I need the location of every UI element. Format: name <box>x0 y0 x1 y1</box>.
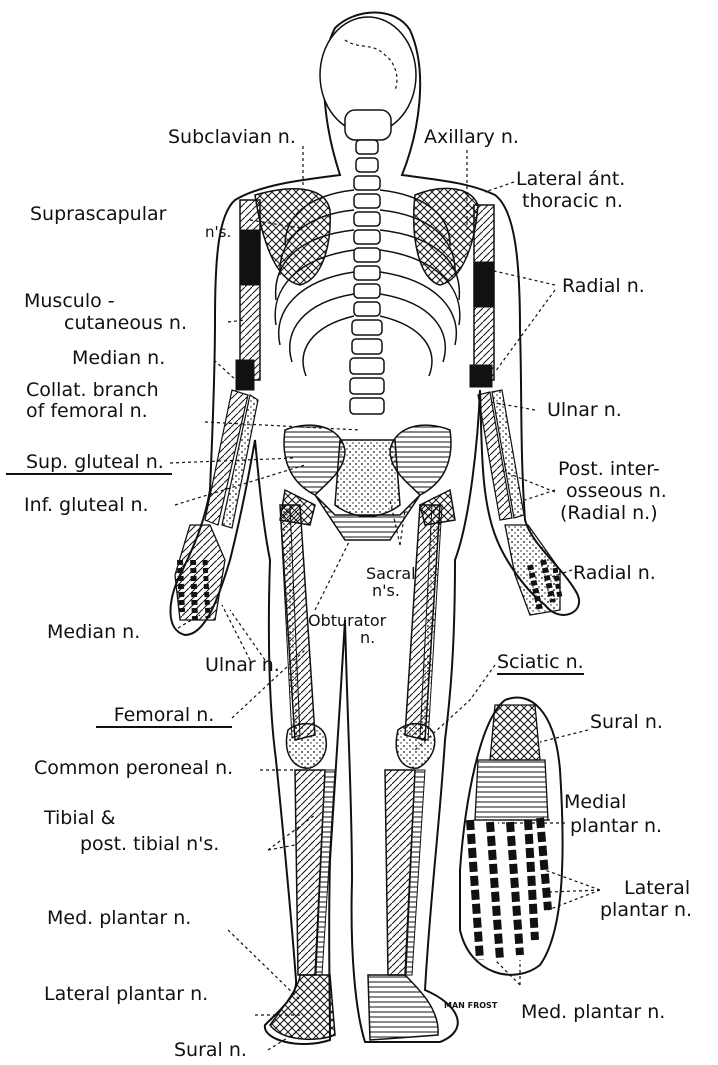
label-collat-branch-line1: Collat. branch <box>26 380 159 401</box>
label-axillary: Axillary n. <box>424 127 519 147</box>
left-knee <box>287 724 327 769</box>
label-musculocutaneous: Musculo - cutaneous n. <box>24 290 187 334</box>
label-sacral-line2: n's. <box>366 582 416 599</box>
label-radial-hand: Radial n. <box>573 563 656 583</box>
left-hand <box>175 525 225 620</box>
label-tibial: Tibial & post. tibial n's. <box>44 805 219 857</box>
svg-text:MAN FROST: MAN FROST <box>444 1001 498 1010</box>
label-tibial-line1: Tibial & <box>44 805 219 831</box>
right-scapula <box>414 188 478 285</box>
label-med-plantar-bottom: Med. plantar n. <box>521 1002 665 1022</box>
artist-signature: MAN FROST <box>444 1001 498 1010</box>
jaw <box>345 110 391 140</box>
label-sacral-line1: Sacral <box>366 565 416 582</box>
label-obturator-line1: Obturator <box>308 612 386 629</box>
label-musculocutaneous-line1: Musculo - <box>24 290 187 312</box>
label-medial-plantar: Medial plantar n. <box>564 790 662 838</box>
label-lateral-plantar-right-line2: plantar n. <box>600 899 692 921</box>
label-lateral-ant-thoracic: Lateral ánt. thoracic n. <box>516 168 625 212</box>
label-obturator: Obturator n. <box>308 612 386 646</box>
label-lateral-ant-thoracic-line2: thoracic n. <box>516 190 625 212</box>
label-radial-upper: Radial n. <box>562 276 645 296</box>
label-lateral-plantar-right: Lateral plantar n. <box>600 877 692 921</box>
label-sacral: Sacral n's. <box>366 565 416 599</box>
right-knee <box>396 724 435 769</box>
label-suprascapular-line2: n's. <box>30 223 231 241</box>
label-obturator-line2: n. <box>308 629 386 646</box>
left-foot <box>270 975 335 1039</box>
label-lateral-plantar-left: Lateral plantar n. <box>44 984 208 1004</box>
label-ulnar-left: Ulnar n. <box>205 655 280 675</box>
label-tibial-line2: post. tibial n's. <box>44 831 219 857</box>
label-subclavian: Subclavian n. <box>168 127 296 147</box>
label-medial-plantar-line1: Medial <box>564 790 662 814</box>
label-sup-gluteal: Sup. gluteal n. <box>6 452 172 475</box>
foot-sole-inset <box>460 698 563 975</box>
label-sural-foot: Sural n. <box>590 712 663 732</box>
label-sciatic: Sciatic n. <box>497 652 584 675</box>
label-common-peroneal: Common peroneal n. <box>34 758 233 778</box>
label-femoral: Femoral n. <box>96 705 232 728</box>
label-post-interosseous: Post. inter- osseous n. (Radial n.) <box>558 458 667 524</box>
left-humerus <box>240 200 260 380</box>
label-median-hand: Median n. <box>47 622 140 642</box>
label-inf-gluteal: Inf. gluteal n. <box>24 495 149 515</box>
left-scapula <box>255 189 330 285</box>
label-sup-gluteal-text: Sup. gluteal n. <box>6 451 164 473</box>
label-post-interosseous-line3: (Radial n.) <box>558 502 667 524</box>
right-foot <box>368 975 438 1040</box>
label-post-interosseous-line1: Post. inter- <box>558 458 667 480</box>
label-sural-bottom: Sural n. <box>174 1040 247 1060</box>
label-ulnar-right: Ulnar n. <box>547 400 622 420</box>
label-collat-branch: Collat. branch of femoral n. <box>26 380 159 422</box>
label-median-upper: Median n. <box>72 348 165 368</box>
label-suprascapular: Suprascapular n's. <box>30 205 231 241</box>
label-med-plantar-left: Med. plantar n. <box>47 908 191 928</box>
spine <box>350 140 384 414</box>
label-musculocutaneous-line2: cutaneous n. <box>24 312 187 334</box>
label-lateral-ant-thoracic-line1: Lateral ánt. <box>516 168 625 190</box>
label-collat-branch-line2: of femoral n. <box>26 401 159 422</box>
label-post-interosseous-line2: osseous n. <box>558 480 667 502</box>
label-suprascapular-line1: Suprascapular <box>30 205 231 223</box>
label-medial-plantar-line2: plantar n. <box>564 814 662 838</box>
label-lateral-plantar-right-line1: Lateral <box>600 877 692 899</box>
